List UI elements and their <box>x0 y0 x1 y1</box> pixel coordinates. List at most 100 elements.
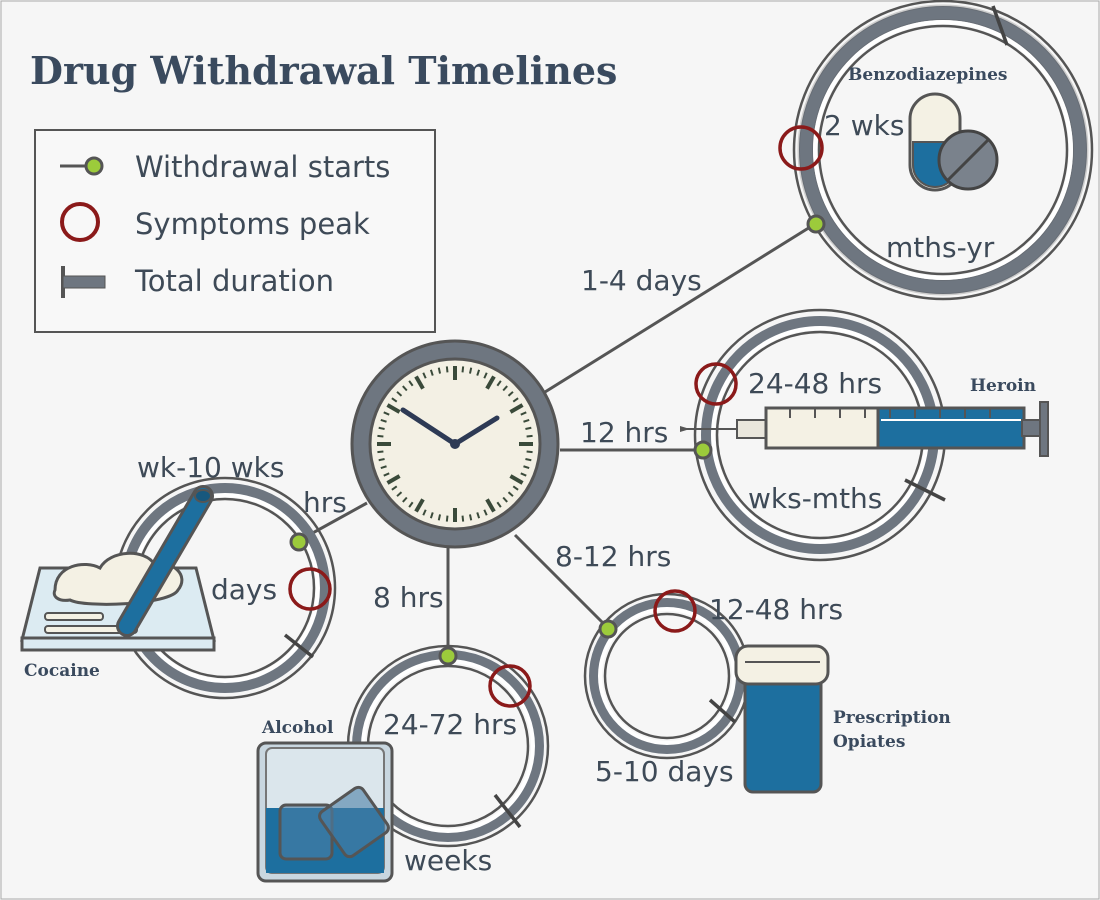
opiates-start-marker <box>598 619 618 639</box>
opiates-duration-label: 5-10 days <box>595 755 734 788</box>
clock-tick <box>380 465 387 470</box>
legend-starts-label: Withdrawal starts <box>135 150 390 184</box>
syringe-icon <box>680 401 1049 457</box>
opiates-onset-ring <box>598 607 736 745</box>
clock-tick <box>377 450 384 454</box>
opiates-name-line1: Prescription <box>833 708 951 728</box>
whiskey-glass-icon <box>256 741 394 883</box>
clock-tick <box>476 369 481 376</box>
alcohol-onset-label: 8 hrs <box>373 581 444 614</box>
legend: Withdrawal starts Symptoms peak Total du… <box>34 129 436 333</box>
clock-tick <box>377 434 384 438</box>
heroin-name: Heroin <box>970 376 1036 396</box>
clock-tick <box>437 367 442 374</box>
clock-tick <box>496 380 502 387</box>
alcohol-duration-tick <box>493 793 522 829</box>
benzodiazepines-onset-ring <box>813 20 1073 280</box>
clock-tick <box>402 385 408 392</box>
clock-tick <box>386 474 401 485</box>
clock-tick <box>437 514 442 521</box>
pill-bottle-icon <box>734 644 830 794</box>
cocaine-name: Cocaine <box>24 661 100 681</box>
opiates-name-line2: Opiates <box>833 732 905 752</box>
clock-tick <box>523 465 530 470</box>
cocaine-onset-label: hrs <box>303 486 347 519</box>
clock-tick <box>468 367 473 374</box>
alcohol-peak-label: 24-72 hrs <box>383 708 517 741</box>
clock-tick <box>483 372 488 379</box>
legend-peak-icon <box>60 202 100 242</box>
clock-icon <box>350 339 560 549</box>
alcohol-group: 24-72 hrs Alcohol weeks <box>256 644 550 883</box>
clock-tick <box>461 515 465 522</box>
clock-tick <box>414 375 425 390</box>
opiates-onset-label: 8-12 hrs <box>555 540 671 573</box>
opiates-duration-tick <box>708 698 737 724</box>
clock-tick <box>422 509 427 516</box>
page-title: Drug Withdrawal Timelines <box>30 48 617 93</box>
clock-tick <box>520 411 527 416</box>
clock-tick <box>386 403 401 414</box>
heroin-duration-tick <box>904 478 946 502</box>
heroin-peak-label: 24-48 hrs <box>748 367 882 400</box>
clock-tick <box>461 366 465 373</box>
clock-tick <box>509 403 524 414</box>
clock-tick <box>429 369 434 376</box>
benzodiazepines-peak-label: 2 wks <box>824 109 904 142</box>
benzodiazepines-start-marker <box>806 214 826 234</box>
clock-tick <box>391 485 398 491</box>
benzodiazepines-duration-tick <box>991 5 1009 46</box>
clock-tick <box>396 491 403 497</box>
connector-lines <box>299 222 816 655</box>
heroin-duration-label: wks-mths <box>748 482 882 515</box>
opiates-peak-marker <box>653 589 697 633</box>
powder-tray-icon <box>20 485 216 652</box>
alcohol-duration-label: weeks <box>404 844 492 877</box>
benzodiazepines-peak-marker <box>778 125 824 171</box>
clock-tick <box>512 397 519 403</box>
cocaine-duration-label: wk-10 wks <box>137 451 284 484</box>
heroin-group: 24-48 hrs wks-mths Heroin <box>680 308 1049 562</box>
clock-tick <box>429 512 434 519</box>
clock-tick <box>496 501 502 508</box>
clock-tick <box>414 498 425 513</box>
clock-tick <box>502 385 508 392</box>
clock-tick <box>378 426 385 431</box>
clock-tick <box>476 512 481 519</box>
clock-tick <box>526 450 533 454</box>
clock-tick <box>422 372 427 379</box>
alcohol-start-marker <box>438 646 458 666</box>
connector-benzodiazepines <box>544 222 816 394</box>
clock-tick <box>396 391 403 397</box>
clock-tick <box>485 498 496 513</box>
connector-opiates <box>513 533 610 630</box>
clock-tick <box>445 366 449 373</box>
clock-tick <box>380 418 387 423</box>
clock-tick <box>502 496 508 503</box>
cocaine-peak-marker <box>288 567 332 611</box>
legend-start-icon <box>60 156 104 176</box>
clock-tick <box>520 472 527 477</box>
legend-peak-label: Symptoms peak <box>135 207 370 241</box>
opiates-peak-label: 12-48 hrs <box>709 593 843 626</box>
clock-tick <box>509 474 524 485</box>
heroin-onset-label: 12 hrs <box>580 416 668 449</box>
clock-tick <box>383 411 390 416</box>
cocaine-group: wk-10 wks days Cocaine <box>20 451 337 700</box>
clock-tick <box>468 514 473 521</box>
clock-tick <box>525 457 532 462</box>
cocaine-start-marker <box>289 532 309 552</box>
benzodiazepines-name: Benzodiazepines <box>848 65 1007 85</box>
legend-duration-label: Total duration <box>134 264 334 298</box>
cocaine-duration-tick <box>283 633 315 659</box>
cocaine-peak-label: days <box>211 573 277 606</box>
clock-tick <box>507 491 514 497</box>
clock-tick <box>402 496 408 503</box>
clock-tick <box>445 515 449 522</box>
heroin-peak-marker <box>694 362 738 406</box>
clock-tick <box>408 380 414 387</box>
heroin-start-marker <box>693 440 713 460</box>
benzodiazepines-group: Benzodiazepines 2 wks mths-yr <box>778 0 1094 301</box>
clock-tick <box>525 426 532 431</box>
